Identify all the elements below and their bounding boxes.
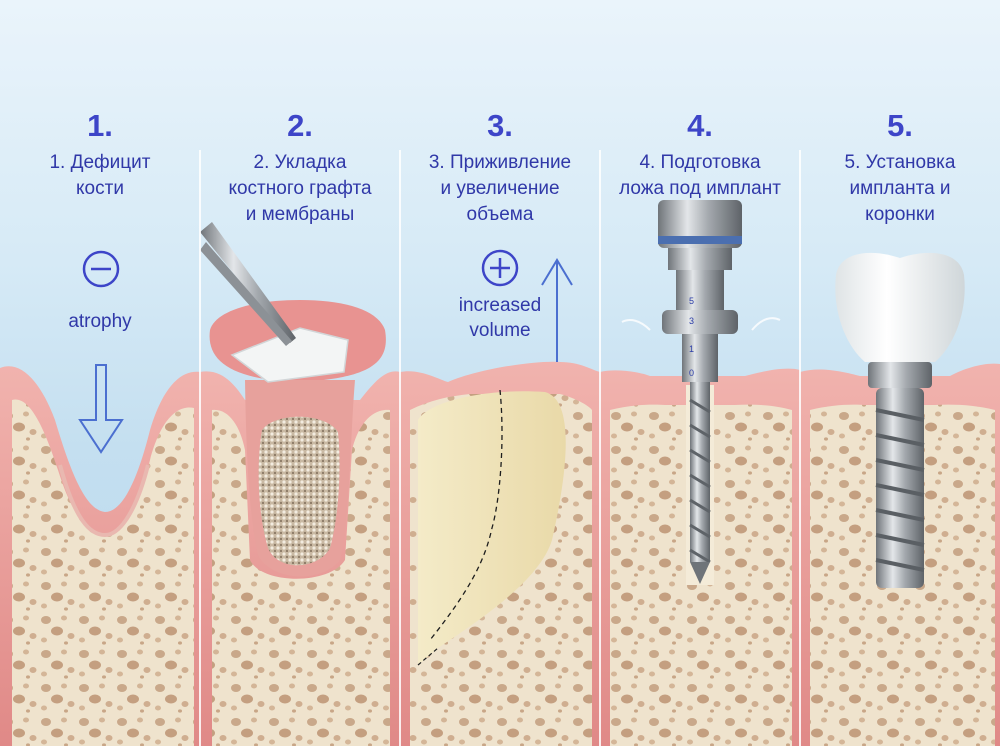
drill-icon [658, 200, 742, 584]
implant-crown-icon [835, 252, 965, 588]
step-title: 1. Дефицит кости [49, 152, 151, 199]
step-title: 4. Подготовка ложа под имплант [619, 152, 781, 199]
drill-mark: 1 [689, 344, 694, 354]
step-number: 2. [287, 108, 313, 143]
forceps-icon [200, 222, 296, 346]
step-title: 2. Укладка костного графта и мембраны [228, 152, 372, 225]
panel-2-illustration [200, 222, 400, 746]
up-arrow-icon [541, 258, 573, 362]
panel-3-illustration [400, 361, 600, 746]
step-number: 5. [887, 108, 913, 143]
drill-mark: 3 [689, 316, 694, 326]
increased-volume-label: increased volume [458, 295, 542, 341]
panel-4-illustration [600, 200, 800, 746]
drill-depth-scale: 5 3 1 0 [689, 296, 694, 378]
step-number: 1. [87, 108, 113, 143]
panel-divider [599, 150, 601, 746]
panel-divider [399, 150, 401, 746]
step-title: 5. Установка импланта и коронки [844, 152, 956, 225]
minus-circle-icon [82, 250, 120, 288]
step-title: 3. Приживление и увеличение объема [428, 152, 572, 225]
step-number: 4. [687, 108, 713, 143]
panel-divider [199, 150, 201, 746]
drill-mark: 5 [689, 296, 694, 306]
atrophy-label: atrophy [68, 311, 132, 332]
down-arrow-icon [78, 364, 124, 454]
drill-mark: 0 [689, 368, 694, 378]
step-number: 3. [487, 108, 513, 143]
plus-circle-icon [481, 249, 519, 287]
panel-divider [799, 150, 801, 746]
panel-5-illustration [800, 252, 1000, 746]
panel-1-illustration [0, 366, 200, 746]
